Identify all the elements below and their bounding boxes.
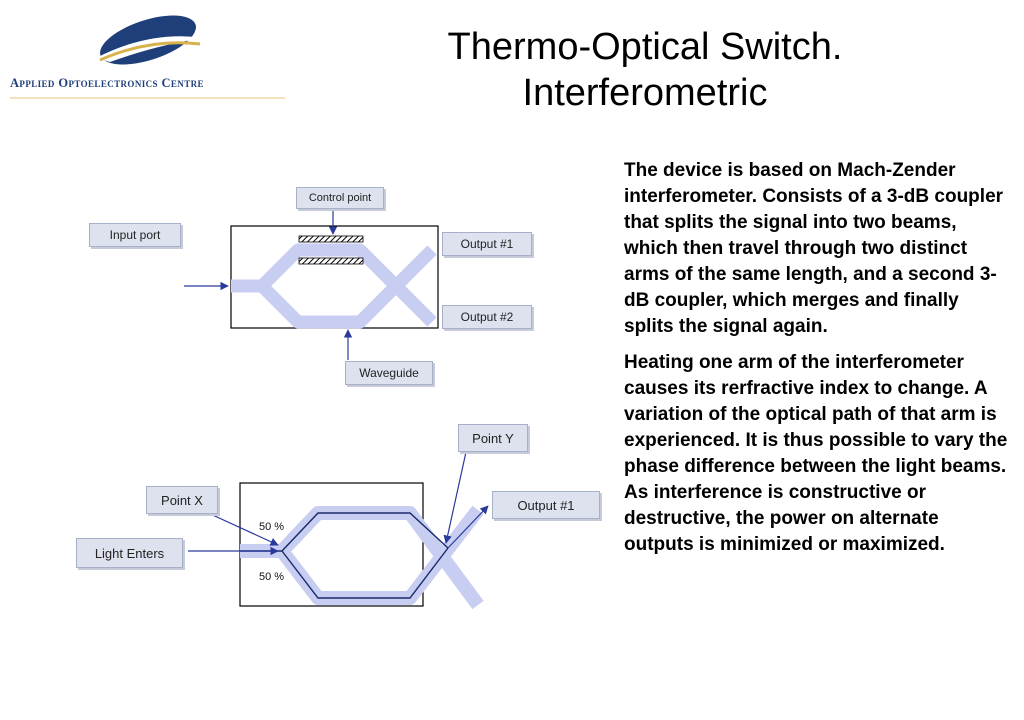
description-paragraph-1: The device is based on Mach-Zender inter… <box>624 160 1004 337</box>
label-input-port: Input port <box>89 223 181 247</box>
label-output-1-bottom: Output #1 <box>492 491 600 519</box>
label-output-1-top: Output #1 <box>442 232 532 256</box>
description-paragraph-2: Heating one arm of the interferometer ca… <box>624 352 1008 555</box>
heater-electrode-upper <box>298 235 364 243</box>
label-output-2-top: Output #2 <box>442 305 532 329</box>
point-x-arrow <box>205 511 279 546</box>
label-point-x: Point X <box>146 486 218 514</box>
top-interferometer <box>184 209 439 360</box>
output-arrow <box>447 505 489 549</box>
description: The device is based on Mach-Zender inter… <box>624 158 1008 568</box>
title-line-1: Thermo-Optical Switch. <box>447 26 843 68</box>
page-title: Thermo-Optical Switch. Interferometric <box>385 24 905 116</box>
heater-electrode-lower <box>298 257 364 265</box>
logo: Applied Optoelectronics Centre <box>0 0 300 110</box>
split-lower-percent: 50 % <box>259 571 285 583</box>
label-control-point: Control point <box>296 187 384 209</box>
logo-swoosh-icon <box>10 15 285 99</box>
bottom-interferometer <box>188 451 489 610</box>
label-light-enters: Light Enters <box>76 538 183 568</box>
split-upper-percent: 50 % <box>259 521 285 533</box>
logo-text: Applied Optoelectronics Centre <box>10 76 204 90</box>
point-y-arrow <box>443 451 467 544</box>
top-waveguide-shape <box>231 243 437 329</box>
diagram-canvas <box>184 209 489 610</box>
title-line-2: Interferometric <box>522 72 768 114</box>
label-point-y: Point Y <box>458 424 528 452</box>
label-waveguide: Waveguide <box>345 361 433 385</box>
